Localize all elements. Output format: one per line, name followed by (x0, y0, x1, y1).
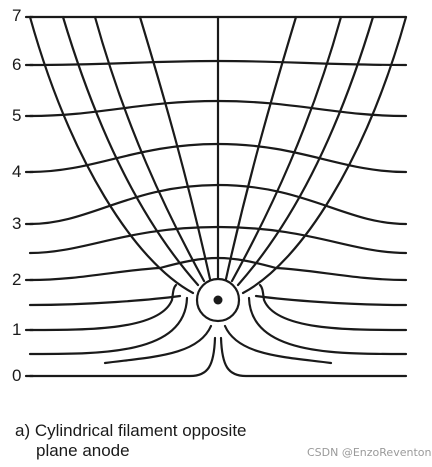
field-line-right-2 (236, 15, 375, 287)
watermark: CSDN @EnzoReventon (307, 446, 432, 459)
y-tick-label-5: 5 (12, 106, 22, 125)
field-line-left-4 (138, 15, 212, 281)
y-tick-label-6: 6 (12, 55, 22, 74)
y-tick-label-7: 7 (12, 6, 22, 25)
field-line-right-4 (224, 15, 298, 281)
field-line-right-3 (230, 15, 343, 283)
field-line-left-1 (28, 15, 195, 295)
cathode-plane-line (28, 336, 217, 378)
field-line-left-3 (93, 15, 206, 283)
equipotential-line-0-3-right (223, 324, 333, 365)
equipotential-line-1-5 (28, 294, 182, 307)
y-tick-label-3: 3 (12, 214, 22, 233)
y-tick-label-4: 4 (12, 162, 22, 181)
y-tick-label-0: 0 (12, 366, 22, 385)
field-line-left-2 (61, 15, 200, 287)
equipotential-line-0-3 (103, 324, 213, 365)
figure-caption: a) Cylindrical filament opposite plane a… (15, 421, 247, 461)
equipotential-line-1-5-right (254, 294, 408, 307)
equipotential-line-0-5 (28, 296, 189, 356)
cathode-plane-line-right (219, 336, 408, 378)
equipotential-line-1-right (258, 283, 408, 332)
y-tick-label-1: 1 (12, 320, 22, 339)
y-tick-label-2: 2 (12, 270, 22, 289)
caption-line-2: plane anode (36, 441, 130, 460)
caption-line-1: a) Cylindrical filament opposite (15, 421, 247, 440)
equipotential-line-0-5-right (247, 296, 408, 356)
filament-dot (213, 295, 223, 305)
field-line-right-1 (241, 15, 408, 295)
equipotential-line-1 (28, 283, 178, 332)
